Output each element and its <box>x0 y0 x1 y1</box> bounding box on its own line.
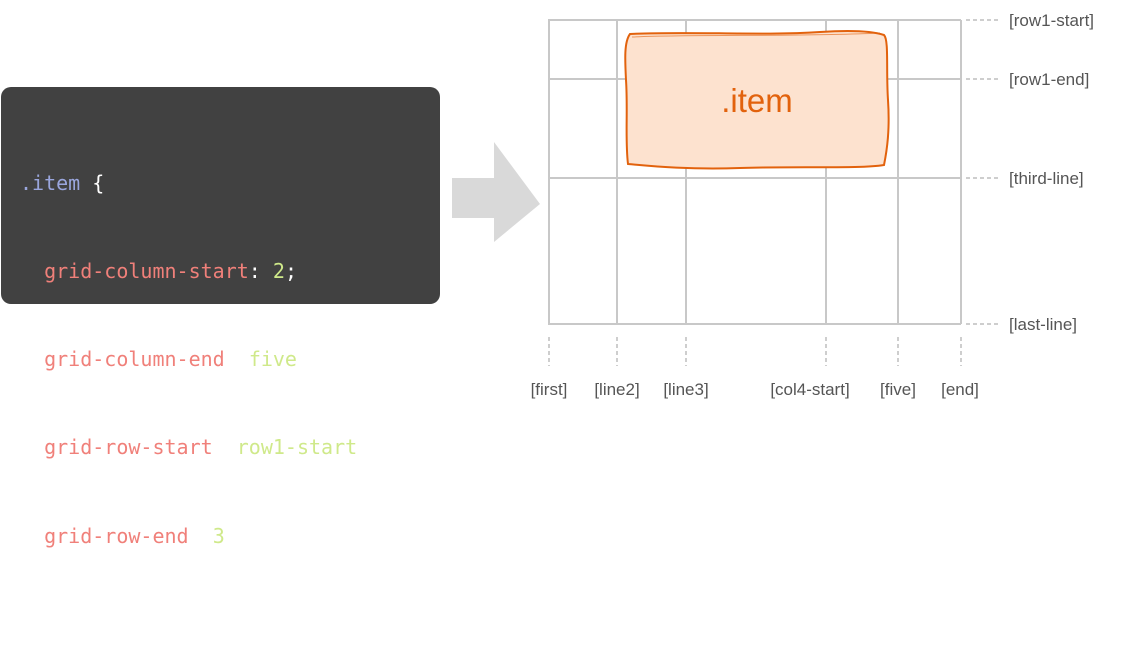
grid-diagram: .item [row1-start] [row1-end] [third-lin… <box>452 11 1094 399</box>
code-line-declaration: grid-row-start: row1-start; <box>44 435 370 460</box>
column-line-label: [five] <box>880 380 916 399</box>
item-label: .item <box>721 82 793 119</box>
column-line-label: [col4-start] <box>770 380 849 399</box>
column-line-label: [first] <box>531 380 568 399</box>
css-value: 3 <box>212 523 225 548</box>
css-property: grid-column-start <box>44 259 249 284</box>
css-property: grid-row-end <box>44 523 189 548</box>
code-line-declaration: grid-row-end: 3; <box>44 523 237 548</box>
row-line-label: [row1-end] <box>1009 70 1089 89</box>
css-value: five <box>248 347 297 372</box>
open-brace: { <box>92 170 105 195</box>
css-value: row1-start <box>236 435 358 460</box>
row-line-label: [third-line] <box>1009 169 1084 188</box>
code-line-declaration: grid-column-end: five; <box>44 347 310 372</box>
row-line-extenders <box>966 19 998 325</box>
row-line-label: [row1-start] <box>1009 11 1094 30</box>
code-line-close: } <box>20 610 440 639</box>
css-selector: .item <box>20 170 81 195</box>
column-line-extenders <box>548 337 962 366</box>
code-line-selector: .item { <box>20 169 440 198</box>
column-line-label: [line2] <box>594 380 639 399</box>
grid-lines <box>548 19 962 325</box>
code-block: .item { grid-column-start: 2; grid-colum… <box>1 87 440 636</box>
column-line-label: [line3] <box>663 380 708 399</box>
css-property: grid-column-end <box>44 347 225 372</box>
row-line-label: [last-line] <box>1009 315 1077 334</box>
css-value: 2 <box>272 259 285 284</box>
column-line-label: [end] <box>941 380 979 399</box>
close-brace: } <box>20 611 33 636</box>
code-line-declaration: grid-column-start: 2; <box>44 259 297 284</box>
css-property: grid-row-start <box>44 435 213 460</box>
grid-item-box <box>624 30 890 170</box>
right-arrow-icon <box>452 142 540 242</box>
